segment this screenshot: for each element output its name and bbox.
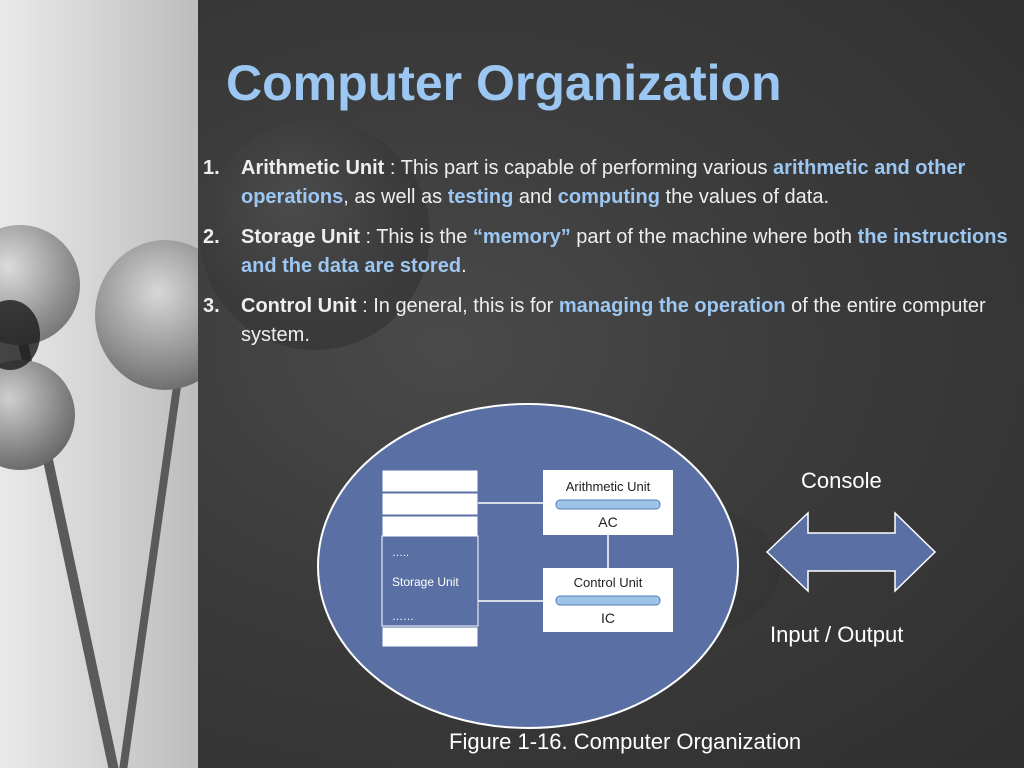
highlight-text: computing: [557, 186, 660, 208]
memory-cell: [381, 492, 479, 516]
input-output-label: Input / Output: [770, 622, 904, 647]
list-item: 2. Storage Unit : This is the “memory” p…: [200, 223, 1015, 281]
item-text: : This is the: [359, 226, 473, 248]
highlight-text: testing: [447, 186, 514, 208]
list-number: 2.: [203, 226, 220, 248]
item-text: and: [513, 186, 558, 208]
list-number: 3.: [203, 295, 220, 317]
control-unit-label: Control Unit: [574, 575, 643, 590]
ac-register-bar: [555, 499, 661, 510]
item-text: of the entire computer system.: [241, 295, 986, 346]
console-label: Console: [801, 468, 882, 493]
storage-block: [381, 535, 479, 627]
arithmetic-unit-label: Arithmetic Unit: [566, 479, 651, 494]
storage-unit-column: ….. Storage Unit ……: [381, 469, 479, 648]
memory-cell: [381, 469, 479, 493]
highlight-text: “memory”: [472, 226, 571, 248]
memory-cell: [381, 626, 479, 648]
ic-label: IC: [601, 610, 615, 626]
control-unit-box: Control Unit IC: [543, 568, 673, 632]
slide-title: Computer Organization: [226, 55, 782, 111]
item-text: , as well as: [343, 186, 448, 208]
storage-dots-top: …..: [392, 547, 409, 559]
item-text: : In general, this is for: [356, 295, 559, 317]
decorative-photo: [0, 0, 198, 768]
storage-unit-label: Storage Unit: [392, 575, 459, 589]
definition-list: 1. Arithmetic Unit : This part is capabl…: [200, 154, 1015, 361]
list-number: 1.: [203, 157, 220, 179]
term-arithmetic-unit: Arithmetic Unit: [241, 157, 385, 179]
figure-caption: Figure 1-16. Computer Organization: [449, 729, 802, 754]
list-item: 3. Control Unit : In general, this is fo…: [200, 292, 1015, 350]
background-ball-shadow: [200, 120, 430, 350]
memory-cell: [381, 515, 479, 537]
highlight-text: the instructions and the data are stored: [241, 226, 1008, 277]
item-text: : This part is capable of performing var…: [384, 157, 774, 179]
arithmetic-unit-box: Arithmetic Unit AC: [543, 470, 673, 535]
highlight-text: arithmetic and other operations: [241, 157, 966, 208]
term-control-unit: Control Unit: [241, 295, 357, 317]
ic-register-bar: [555, 595, 661, 606]
item-text: .: [461, 255, 467, 277]
storage-dots-bottom: ……: [392, 611, 414, 623]
highlight-text: managing the operation: [558, 295, 786, 317]
term-storage-unit: Storage Unit: [241, 226, 360, 248]
io-double-arrow: [765, 511, 937, 593]
ac-label: AC: [598, 514, 617, 530]
cpu-ellipse: [317, 403, 739, 729]
list-item: 1. Arithmetic Unit : This part is capabl…: [200, 154, 1015, 212]
item-text: part of the machine where both: [570, 226, 858, 248]
item-text: the values of data.: [660, 186, 830, 208]
